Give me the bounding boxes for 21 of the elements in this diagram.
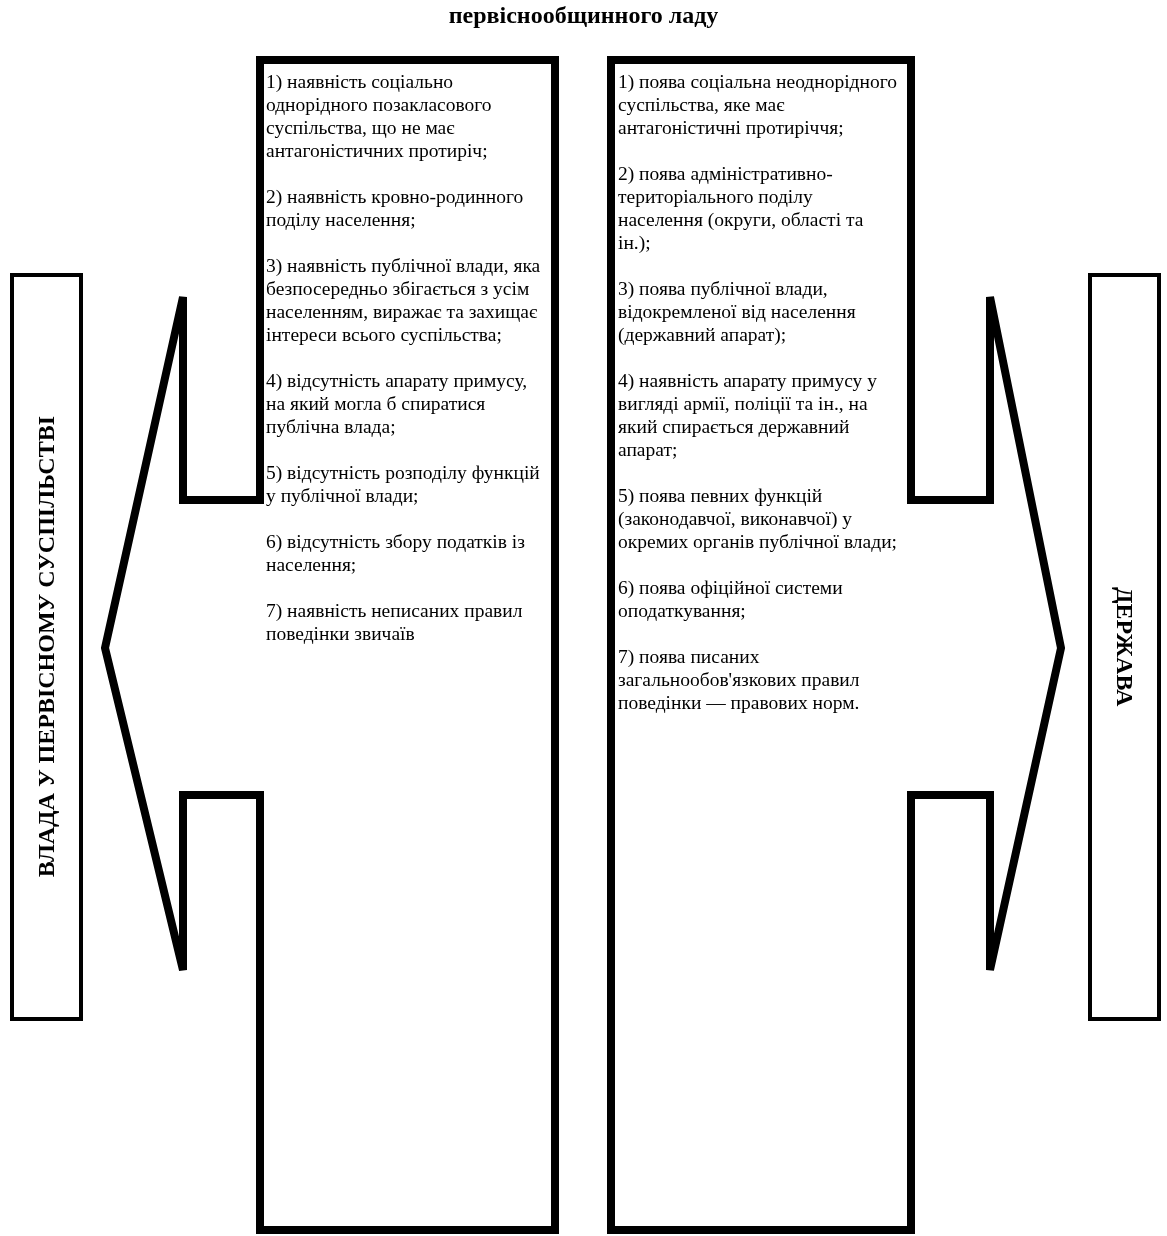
list-item: 7) наявність неписаних правил поведінки звичаїв: [266, 599, 524, 645]
arrow-shape: [606, 56, 1066, 1234]
list-item: 3) наявність публічної влади, яка безпосередньо збігається з усім населенням, виражає та захищає інтереси всього суспільства;: [266, 254, 542, 346]
list-item: 1) наявність соціально однорідного позакласового суспільства, що не має антагоністичних протиріч;: [266, 70, 493, 162]
list-item: 4) відсутність апарату примусу, на який могла б спиратися публічна влада;: [266, 369, 529, 438]
label-box: [1088, 273, 1161, 1021]
label-box: [10, 273, 83, 1021]
list-item: 2) наявність кровно-родинного поділу населення;: [266, 185, 525, 231]
list-item: 2) поява адміністративно-територіального поділу населення (округи, області та ін.);: [618, 162, 865, 254]
box-heading: ДЕРЖАВА: [1111, 587, 1138, 707]
list-item: 7) поява писаних загальнообов'язкових правил поведінки — правових норм.: [618, 645, 861, 714]
arrow-shape: [100, 56, 560, 1234]
box-heading: ВЛАДА У ПЕРВІСНОМУ СУСПІЛЬСТВІ: [33, 416, 60, 878]
diagram-title: первіснообщинного ладу: [447, 2, 720, 29]
list-item: 6) відсутність збору податків із населення;: [266, 530, 526, 576]
list-item: 5) відсутність розподілу функцій у публічної влади;: [266, 461, 541, 507]
list-item: 6) поява офіційної системи оподаткування;: [618, 576, 844, 622]
list-item: 3) поява публічної влади, відокремленої від населення (державний апарат);: [618, 277, 857, 346]
list-item: 5) поява певних функцій (законодавчої, виконавчої) у окремих органів публічної влади;: [618, 484, 899, 553]
list-item: 4) наявність апарату примусу у вигляді армії, поліції та ін., на який спирається державний апарат;: [618, 369, 878, 461]
list-item: 1) поява соціальна неоднорідного суспільства, яке має антагоністичні протиріччя;: [618, 70, 898, 139]
